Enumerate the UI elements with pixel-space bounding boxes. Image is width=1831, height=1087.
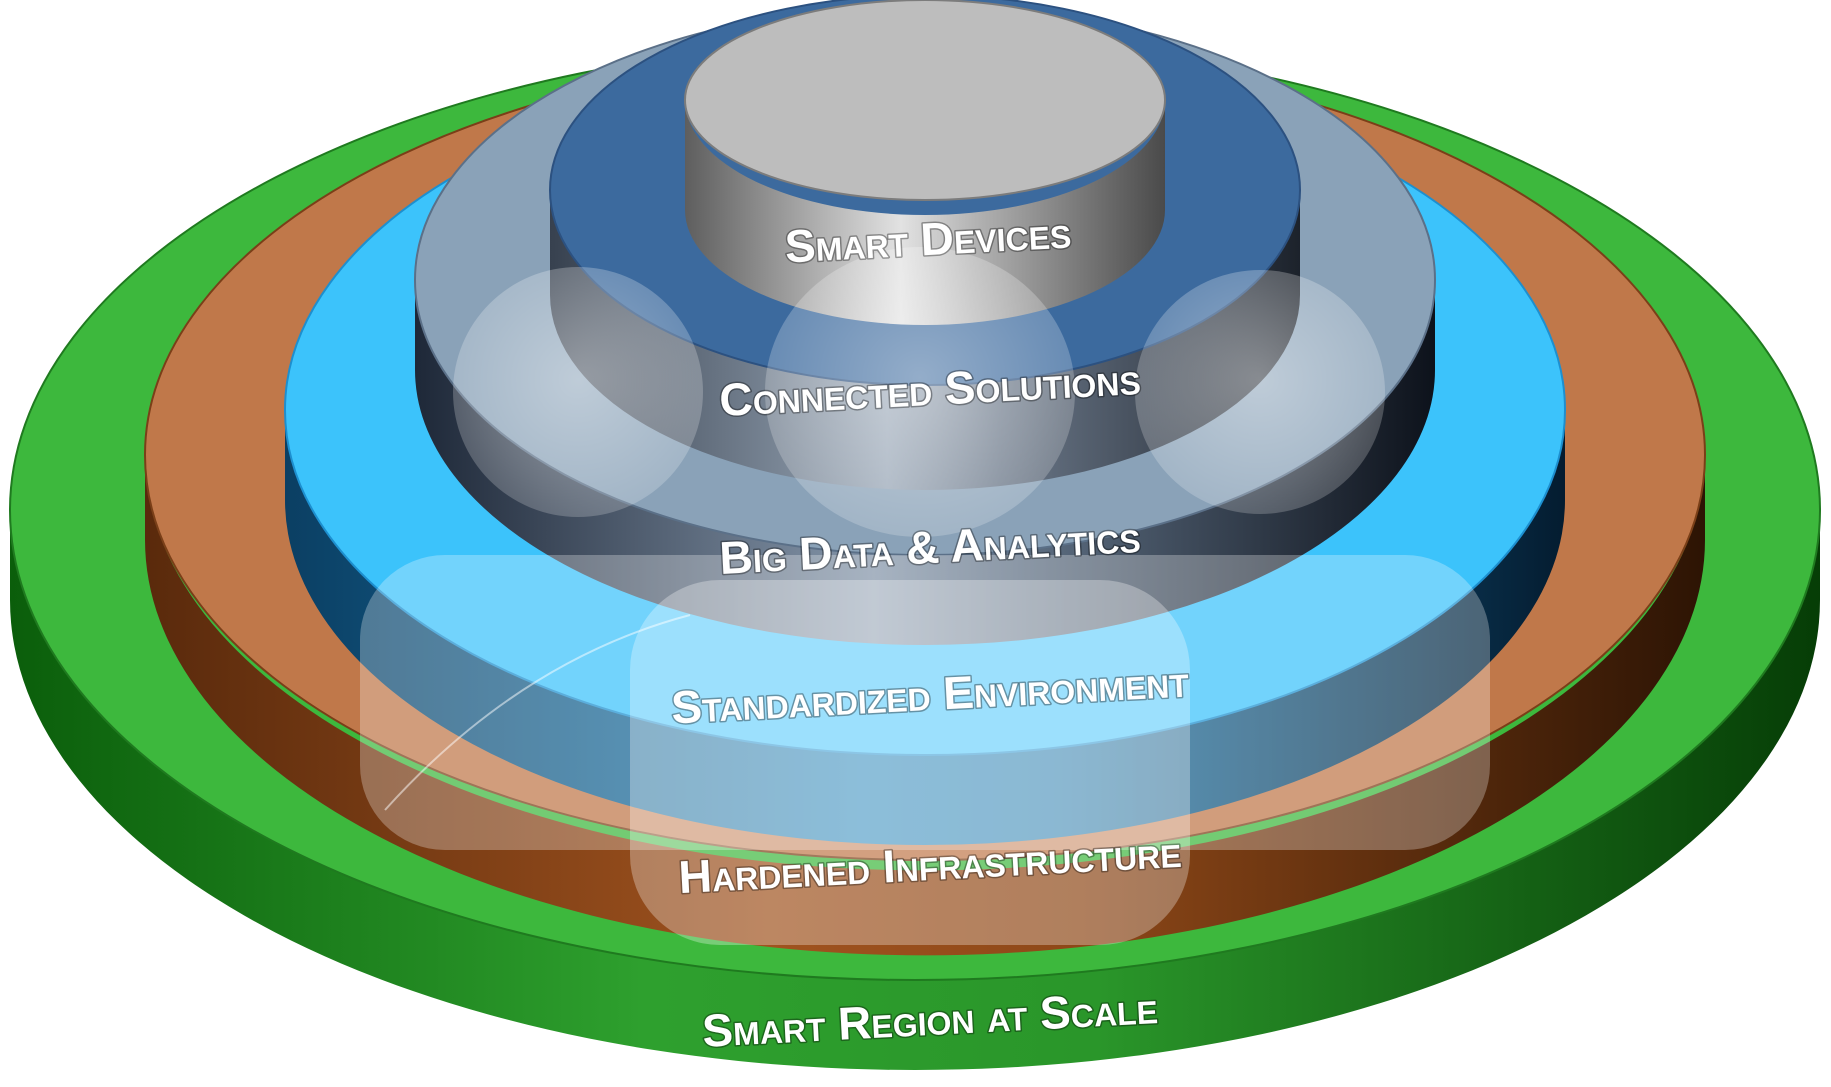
layer-smart-devices — [684, 0, 1166, 325]
bubble-band-center — [630, 580, 1190, 945]
overlay-bubbles — [360, 247, 1490, 945]
bubble-band-wide — [360, 555, 1490, 850]
bubble-left — [453, 267, 703, 517]
bubble-center — [765, 247, 1075, 537]
bubble-right — [1135, 270, 1385, 514]
highlight-arc — [384, 614, 691, 811]
